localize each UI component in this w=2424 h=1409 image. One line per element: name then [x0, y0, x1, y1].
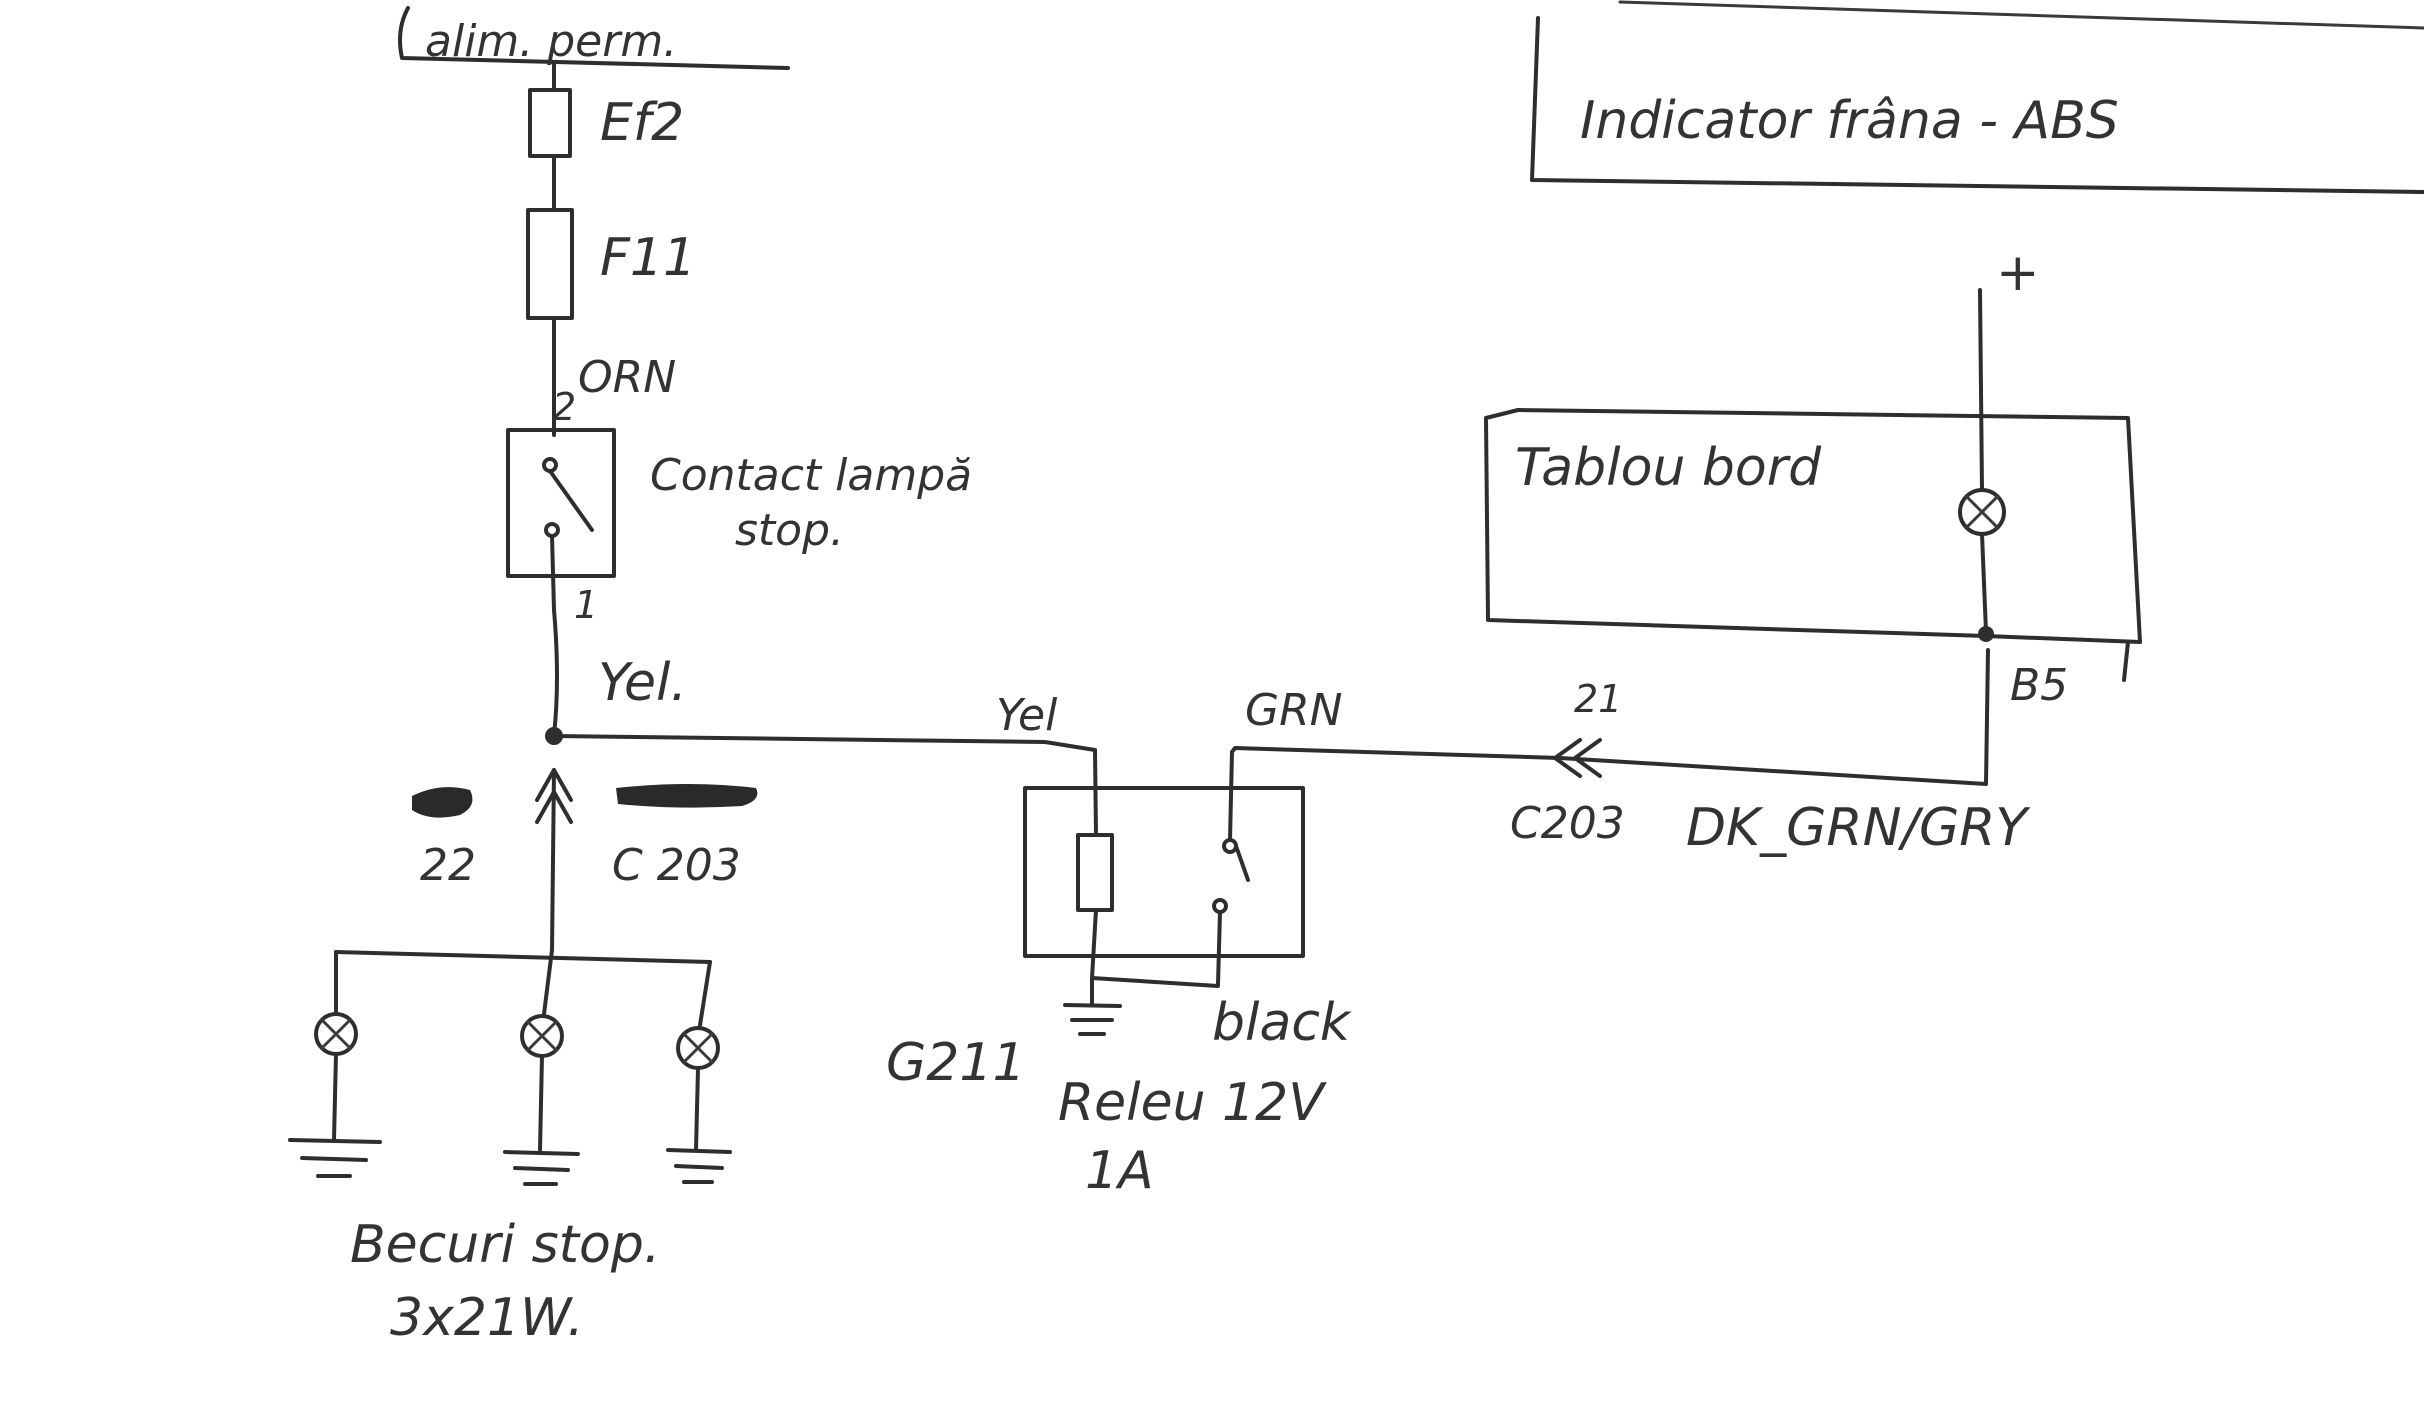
yellow-wire-horizontal	[552, 734, 1097, 752]
yellow-wire-vertical	[552, 608, 559, 737]
connector-c203-left-label: C 203	[612, 840, 741, 891]
supply-label: alim. perm.	[425, 16, 677, 67]
wire-dk-grn-gry-label: DK_GRN/GRY	[1686, 798, 2031, 858]
wire-grn-label: GRN	[1245, 685, 1343, 736]
wire-yel-relay-label: Yel	[996, 690, 1058, 741]
connector-c203-right-label: C203	[1510, 798, 1625, 849]
connector-pin-21-label: 21	[1574, 677, 1622, 721]
lamp-bus	[334, 950, 712, 964]
stop-lamp-switch: Contact lampă stop.	[506, 428, 972, 612]
diagram-title: Indicator frâna - ABS	[1580, 91, 2119, 151]
connector-c203-left: 22 C 203	[412, 768, 758, 891]
title-box: Indicator frâna - ABS	[1530, 0, 2424, 194]
connector-c203-right: 21 C203	[1510, 677, 1625, 849]
connector-pin-22-label: 22	[420, 840, 476, 891]
fuse-f11: F11	[526, 208, 696, 437]
fuse-f11-label: F11	[600, 228, 696, 288]
relay-label-line2: 1A	[1085, 1141, 1154, 1201]
relay-12v: Releu 12V 1A	[1023, 748, 1327, 1201]
pin-1-label: 1	[574, 583, 598, 627]
wire-yel-main-label: Yel.	[598, 653, 687, 713]
plus-label: +	[1996, 243, 2040, 303]
stop-lamp-2	[503, 948, 580, 1186]
stop-switch-label-line2: stop.	[735, 505, 844, 556]
green-wire	[1230, 648, 1990, 786]
stop-switch-label-line1: Contact lampă	[650, 450, 972, 501]
pin-2-label: 2	[552, 385, 576, 429]
fuse-ef2: Ef2	[528, 88, 684, 212]
dashboard-label: Tablou bord	[1515, 438, 1822, 498]
lamp-feed-wire	[550, 768, 556, 952]
stop-lamp-1	[288, 950, 382, 1178]
ground-g211-label: G211	[886, 1033, 1026, 1093]
fuse-ef2-label: Ef2	[600, 93, 684, 153]
lamps-label-line1: Becuri stop.	[350, 1215, 660, 1275]
wire-black-label: black	[1212, 993, 1352, 1053]
relay-label-line1: Releu 12V	[1058, 1073, 1327, 1133]
wire-orn-label: ORN	[578, 352, 676, 403]
pin-b5-label: B5	[2010, 660, 2068, 711]
supply-label-group: alim. perm.	[398, 6, 790, 70]
stop-lamp-3	[666, 960, 732, 1184]
dashboard-panel: Tablou bord B5	[1484, 288, 2142, 711]
lamps-label-line2: 3x21W.	[390, 1288, 584, 1348]
